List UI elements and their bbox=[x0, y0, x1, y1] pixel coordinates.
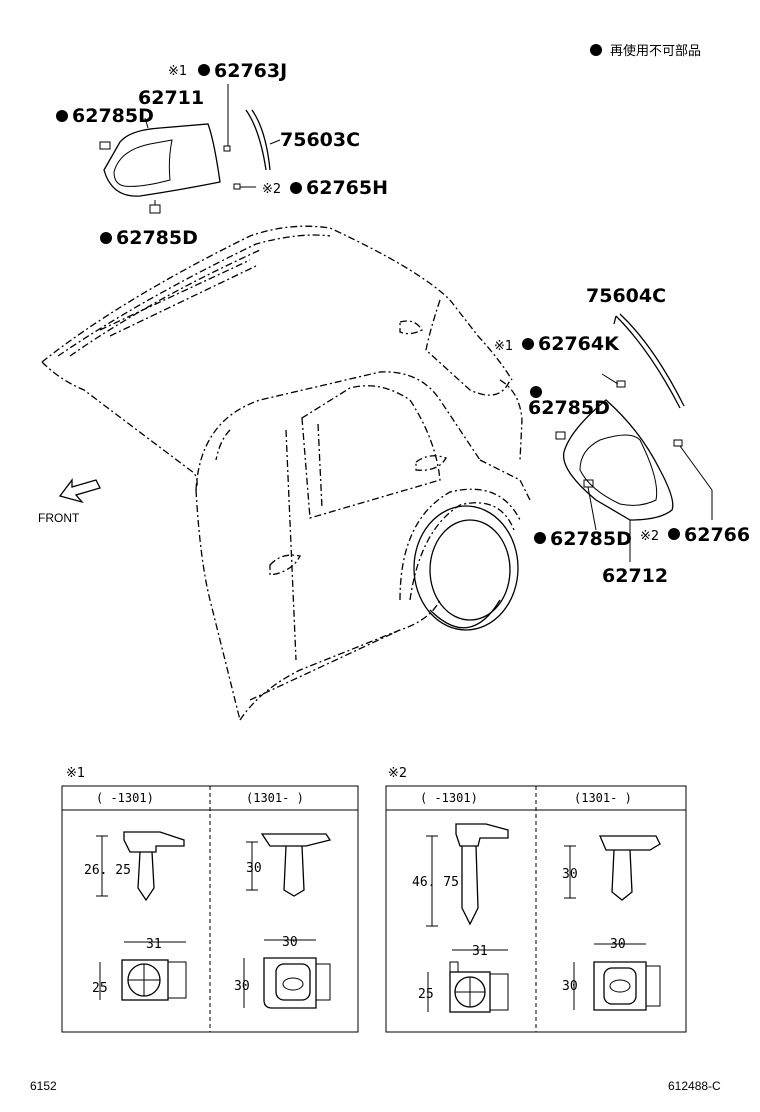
note-mark-1b: ※1 bbox=[494, 339, 513, 354]
part-62764K[interactable]: 62764K bbox=[538, 333, 620, 355]
part-62785D-a[interactable]: 62785D bbox=[72, 105, 154, 127]
box2-dim-right-height: 30 bbox=[562, 867, 578, 882]
part-62711[interactable]: 62711 bbox=[138, 87, 204, 109]
non-reusable-dot-icon bbox=[198, 64, 210, 76]
part-75604C[interactable]: 75604C bbox=[586, 285, 666, 307]
legend-dot-icon bbox=[590, 44, 602, 56]
part-62763J[interactable]: 62763J bbox=[214, 60, 287, 82]
vehicle-body-drawing bbox=[41, 225, 531, 721]
non-reusable-dot-icon bbox=[522, 338, 534, 350]
non-reusable-dot-icon bbox=[290, 182, 302, 194]
non-reusable-dot-icon bbox=[668, 528, 680, 540]
non-reusable-dot-icon bbox=[56, 110, 68, 122]
box2-col-right: (1301- ) bbox=[574, 791, 632, 805]
box1-dim-right-square: 30 bbox=[234, 979, 250, 994]
part-62785D-d[interactable]: 62785D bbox=[550, 528, 632, 550]
part-75603C[interactable]: 75603C bbox=[280, 129, 360, 151]
box1-title: ※1 bbox=[66, 766, 85, 781]
quarter-window-left-drawing bbox=[99, 84, 281, 214]
part-62766[interactable]: 62766 bbox=[684, 524, 750, 546]
box2-dim-left-height: 46. 75 bbox=[412, 875, 459, 890]
legend-text: 再使用不可部品 bbox=[610, 43, 701, 59]
box2-dim-right-width: 30 bbox=[610, 937, 626, 952]
part-62785D-c[interactable]: 62785D bbox=[528, 397, 610, 419]
detail-box-1 bbox=[61, 785, 359, 1033]
note-mark-2b: ※2 bbox=[640, 529, 659, 544]
note-mark-2a: ※2 bbox=[262, 182, 281, 197]
box2-dim-left-square: 25 bbox=[418, 987, 434, 1002]
box2-dim-right-square: 30 bbox=[562, 979, 578, 994]
front-label: FRONT bbox=[38, 511, 80, 525]
quarter-window-right-drawing bbox=[555, 313, 713, 562]
box1-dim-left-height: 26. 25 bbox=[84, 863, 131, 878]
box2-col-left: ( -1301) bbox=[420, 791, 478, 805]
part-62712[interactable]: 62712 bbox=[602, 565, 668, 587]
non-reusable-dot-icon bbox=[534, 532, 546, 544]
non-reusable-dot-icon bbox=[530, 386, 542, 398]
box1-dim-right-width: 30 bbox=[282, 935, 298, 950]
box2-dim-left-width: 31 bbox=[472, 944, 488, 959]
note-mark-1a: ※1 bbox=[168, 64, 187, 79]
footer-right-code: 612488-C bbox=[668, 1079, 721, 1093]
box1-dim-right-height: 30 bbox=[246, 861, 262, 876]
box1-dim-left-square: 25 bbox=[92, 981, 108, 996]
non-reusable-dot-icon bbox=[100, 232, 112, 244]
box1-dim-left-width: 31 bbox=[146, 937, 162, 952]
footer-left-code: 6152 bbox=[30, 1079, 57, 1093]
box1-col-right: (1301- ) bbox=[246, 791, 304, 805]
box2-title: ※2 bbox=[388, 766, 407, 781]
detail-box-2 bbox=[385, 785, 687, 1033]
front-arrow-icon bbox=[58, 478, 101, 504]
box1-col-left: ( -1301) bbox=[96, 791, 154, 805]
part-62765H[interactable]: 62765H bbox=[306, 177, 388, 199]
part-62785D-b[interactable]: 62785D bbox=[116, 227, 198, 249]
